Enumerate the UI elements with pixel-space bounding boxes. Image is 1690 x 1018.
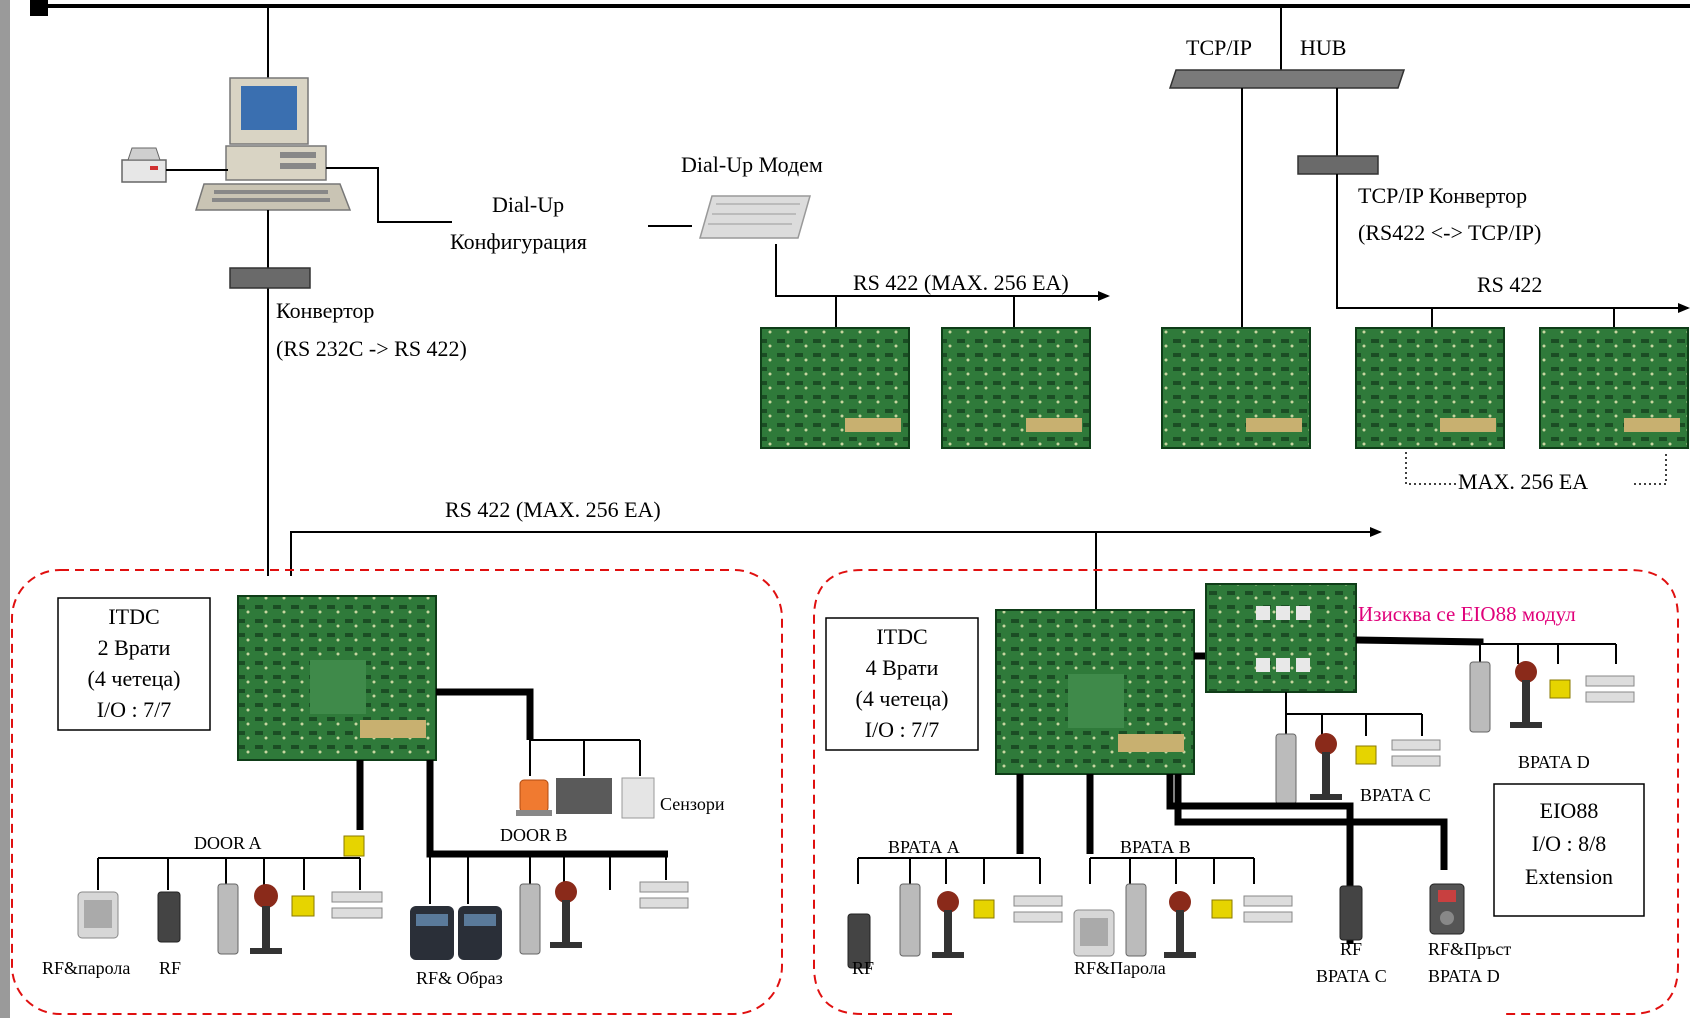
left-controller-board bbox=[238, 596, 436, 760]
lock-icon bbox=[900, 884, 920, 956]
rs422-top-label: RS 422 (MAX. 256 EA) bbox=[853, 270, 1069, 295]
door-d-label: ВРАТА D bbox=[1518, 752, 1590, 772]
converter-label-1: Конвертор bbox=[276, 298, 374, 323]
door-contact-icon bbox=[1392, 740, 1440, 766]
controller-board-top-4 bbox=[1356, 328, 1504, 448]
keypad-reader-icon bbox=[1074, 910, 1114, 956]
exit-button-icon bbox=[1212, 900, 1232, 918]
rf-password-label: RF&парола bbox=[42, 958, 130, 978]
door-a-right-label: ВРАТА A bbox=[888, 837, 960, 857]
modem-icon bbox=[700, 196, 810, 238]
right-box-line2: 4 Врати bbox=[866, 655, 939, 680]
eio88-module-board bbox=[1206, 584, 1356, 692]
sensor-icon bbox=[622, 778, 654, 818]
door-b-right-label: ВРАТА B bbox=[1120, 837, 1191, 857]
rf-reader-icon bbox=[158, 892, 180, 942]
magnetic-lock-icon bbox=[932, 891, 964, 958]
requires-eio88-label: Изисква се EIO88 модул bbox=[1358, 602, 1576, 626]
magnetic-lock-icon bbox=[550, 881, 582, 948]
eio-line3: Extension bbox=[1525, 864, 1613, 889]
tcpip-label: TCP/IP bbox=[1186, 35, 1252, 60]
rs422-mid-label: RS 422 (MAX. 256 EA) bbox=[445, 497, 661, 522]
dialup-config-label-2: Конфигурация bbox=[450, 229, 587, 254]
left-box-line3: (4 четеца) bbox=[88, 666, 181, 691]
door-c-label: ВРАТА C bbox=[1360, 785, 1431, 805]
rf-label: RF bbox=[159, 958, 181, 978]
exit-button-icon bbox=[1550, 680, 1570, 698]
lock-icon bbox=[1470, 662, 1490, 732]
magnetic-lock-icon bbox=[250, 884, 282, 954]
magnetic-lock-icon bbox=[1510, 661, 1542, 728]
left-box-line1: ITDC bbox=[108, 604, 159, 629]
controller-board-top-1 bbox=[761, 328, 909, 448]
rf-reader-icon bbox=[1340, 886, 1362, 940]
exit-button-icon bbox=[1356, 746, 1376, 764]
keypad-reader-icon bbox=[410, 906, 454, 960]
eio-line2: I/O : 8/8 bbox=[1532, 831, 1607, 856]
exit-button-icon bbox=[974, 900, 994, 918]
left-edge-strip bbox=[0, 0, 10, 1018]
camera-icon bbox=[556, 778, 612, 814]
tcp-converter-label-2: (RS422 <-> TCP/IP) bbox=[1358, 220, 1541, 245]
right-box-line3: (4 четеца) bbox=[856, 686, 949, 711]
eio-line1: EIO88 bbox=[1540, 798, 1599, 823]
door-contact-icon bbox=[1014, 896, 1062, 922]
lock-icon bbox=[218, 884, 238, 954]
dialup-modem-label: Dial-Up Модем bbox=[681, 152, 823, 177]
controller-board-top-5 bbox=[1540, 328, 1688, 448]
rf-c-label-2: ВРАТА C bbox=[1316, 966, 1387, 986]
converter-label-2: (RS 232C -> RS 422) bbox=[276, 336, 467, 361]
rf-finger-label-1: RF&Пръст bbox=[1428, 939, 1511, 959]
left-box-line4: I/O : 7/7 bbox=[97, 697, 172, 722]
left-box-line2: 2 Врати bbox=[98, 635, 171, 660]
lock-icon bbox=[1126, 884, 1146, 956]
right-box-line4: I/O : 7/7 bbox=[865, 717, 940, 742]
right-box-line1: ITDC bbox=[876, 624, 927, 649]
exit-button-icon bbox=[292, 896, 314, 916]
sensors-label: Сензори bbox=[660, 794, 725, 814]
door-contact-icon bbox=[1244, 896, 1292, 922]
rs422-right-label: RS 422 bbox=[1477, 272, 1542, 297]
exit-button-icon bbox=[344, 836, 364, 856]
lock-icon bbox=[520, 884, 540, 954]
right-controller-board bbox=[996, 610, 1194, 774]
hub-icon bbox=[1170, 70, 1404, 88]
door-b-label: DOOR B bbox=[500, 825, 568, 845]
controller-board-top-2 bbox=[942, 328, 1090, 448]
door-contact-icon bbox=[332, 892, 382, 918]
dialup-config-label-1: Dial-Up bbox=[492, 192, 564, 217]
siren-icon bbox=[516, 780, 552, 816]
rf-right-label: RF bbox=[852, 958, 874, 978]
keypad-reader-icon bbox=[458, 906, 502, 960]
printer-icon bbox=[122, 148, 166, 182]
door-contact-icon bbox=[1586, 676, 1634, 702]
tcp-converter-label-1: TCP/IP Конвертор bbox=[1358, 183, 1527, 208]
rf-finger-label-2: ВРАТА D bbox=[1428, 966, 1500, 986]
keypad-reader-icon bbox=[78, 892, 118, 938]
magnetic-lock-icon bbox=[1164, 891, 1196, 958]
magnetic-lock-icon bbox=[1310, 733, 1342, 800]
rf-password-right-label: RF&Парола bbox=[1074, 958, 1166, 978]
controller-board-top-3 bbox=[1162, 328, 1310, 448]
door-a-label: DOOR A bbox=[194, 833, 262, 853]
rf-c-label-1: RF bbox=[1340, 939, 1362, 959]
hub-label: HUB bbox=[1300, 35, 1346, 60]
fingerprint-reader-icon bbox=[1430, 884, 1464, 934]
door-contact-icon bbox=[640, 882, 688, 908]
tcp-converter-icon bbox=[1298, 156, 1378, 174]
converter-icon bbox=[230, 268, 310, 288]
lock-icon bbox=[1276, 734, 1296, 804]
rf-image-label: RF& Образ bbox=[416, 968, 503, 988]
computer-icon bbox=[196, 78, 350, 210]
max-ea-label: MAX. 256 EA bbox=[1458, 469, 1588, 494]
